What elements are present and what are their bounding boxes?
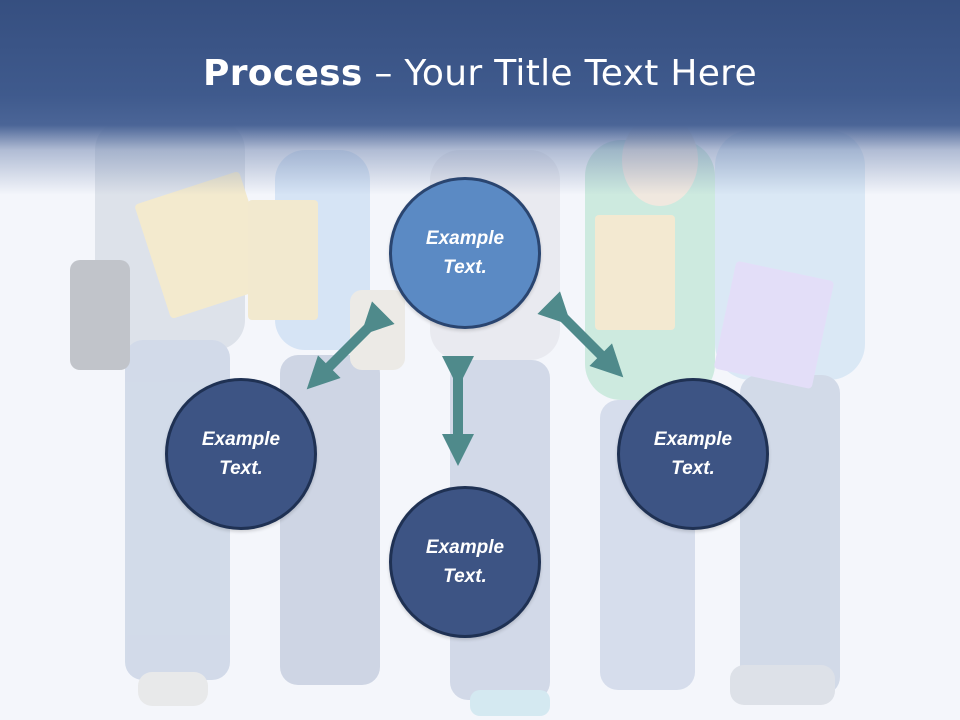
title-bold-part: Process xyxy=(203,53,363,94)
title-rest-part: – Your Title Text Here xyxy=(362,53,757,94)
process-node-left[interactable]: Example Text. xyxy=(165,378,317,530)
arrow-top-left xyxy=(306,301,395,390)
node-left-line2: Text. xyxy=(219,458,263,479)
process-node-bottom[interactable]: Example Text. xyxy=(389,486,541,638)
node-top-line1: Example xyxy=(425,228,505,249)
node-bottom-line1: Example xyxy=(425,537,505,558)
process-node-top[interactable]: Example Text. xyxy=(389,177,541,329)
arrow-top-right xyxy=(537,291,624,378)
node-right-line1: Example xyxy=(653,429,733,450)
process-node-right[interactable]: Example Text. xyxy=(617,378,769,530)
title-band xyxy=(0,0,960,195)
node-right-line2: Text. xyxy=(671,458,715,479)
slide-title: Process – Your Title Text Here xyxy=(0,52,960,96)
node-bottom-line2: Text. xyxy=(443,566,487,587)
node-left-line1: Example xyxy=(201,429,281,450)
node-top-line2: Text. xyxy=(443,257,487,278)
